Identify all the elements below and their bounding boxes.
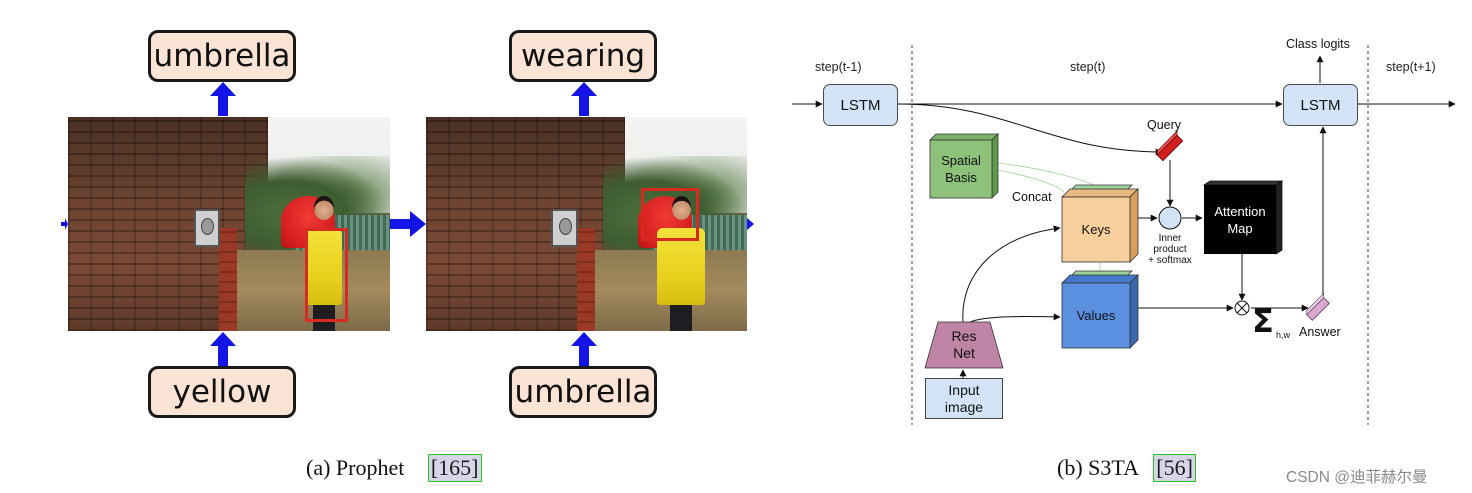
right-arrow-icon xyxy=(390,211,426,237)
inner-product-node xyxy=(1158,206,1182,230)
attention-map-line: Attention xyxy=(1214,203,1266,219)
resnet-block xyxy=(924,321,1004,369)
photo-person-legs xyxy=(669,305,693,331)
resnet-line: Net xyxy=(953,345,975,361)
resnet-label: Res Net xyxy=(925,322,1003,368)
attention-map-line: Map xyxy=(1227,220,1253,236)
input-image-line: image xyxy=(944,398,984,415)
photo-right xyxy=(426,117,747,331)
watermark: CSDN @迪菲赫尔曼 xyxy=(1286,469,1428,486)
values-label: Values xyxy=(1076,308,1116,323)
keys-block xyxy=(1061,184,1139,263)
lstm-current: LSTM xyxy=(1283,84,1358,126)
detection-box xyxy=(641,187,699,242)
query-vector xyxy=(1156,130,1184,162)
photo-meter xyxy=(551,209,578,248)
photo-left xyxy=(68,117,390,331)
answer-vector xyxy=(1306,292,1330,321)
photo-pillar xyxy=(219,228,238,331)
up-arrow-icon xyxy=(571,82,597,116)
inner-product-label: Inner product + softmax xyxy=(1140,233,1200,266)
word-box-right-top: wearing xyxy=(509,30,657,82)
spatial-basis-block xyxy=(929,133,999,199)
citation-link[interactable]: [56] xyxy=(1153,454,1196,482)
up-arrow-icon xyxy=(210,332,236,366)
step-prev-label: step(t-1) xyxy=(815,60,862,74)
spatial-basis-line: Basis xyxy=(945,170,977,185)
query-label: Query xyxy=(1147,118,1182,132)
concat-label: Concat xyxy=(1012,190,1052,204)
inner-product-line: Inner xyxy=(1158,233,1182,244)
lstm-prev: LSTM xyxy=(823,84,898,126)
photo-person-legs xyxy=(312,305,336,331)
class-logits-label: Class logits xyxy=(1286,37,1350,51)
caption-a: (a) Prophet [165] xyxy=(306,454,482,482)
word-box-left-bottom: yellow xyxy=(148,366,296,418)
answer-label: Answer xyxy=(1299,325,1341,339)
attention-map-block xyxy=(1202,180,1284,255)
inner-product-line: + softmax xyxy=(1148,255,1192,266)
input-image-line: Input xyxy=(948,381,980,398)
citation-link[interactable]: [165] xyxy=(427,454,482,482)
spatial-basis-label: Spatial Basis xyxy=(930,140,992,198)
up-arrow-icon xyxy=(210,82,236,116)
attention-map-label: Attention Map xyxy=(1204,185,1276,254)
photo-person-head xyxy=(671,196,691,220)
word-box-right-bottom: umbrella xyxy=(509,366,657,418)
sum-symbol: Σ xyxy=(1252,302,1274,340)
sum-subscript: h,w xyxy=(1276,330,1291,340)
caption-b: (b) S3TA [56] xyxy=(1057,454,1196,482)
detection-box xyxy=(304,228,349,323)
resnet-line: Res xyxy=(951,328,977,344)
photo-pillar xyxy=(576,228,595,331)
right-arrow-icon xyxy=(61,218,68,230)
photo-meter xyxy=(193,209,221,248)
photo-person-body xyxy=(306,228,342,306)
up-arrow-icon xyxy=(571,332,597,366)
keys-label: Keys xyxy=(1081,222,1111,237)
spatial-basis-line: Spatial xyxy=(941,153,981,168)
input-image-box: Input image xyxy=(925,378,1003,419)
step-next-label: step(t+1) xyxy=(1386,60,1436,74)
values-block xyxy=(1061,270,1139,349)
caption-b-label: (b) S3TA xyxy=(1057,455,1138,480)
right-arrow-icon xyxy=(747,218,754,230)
caption-a-label: (a) Prophet xyxy=(306,455,405,480)
step-current-label: step(t) xyxy=(1070,60,1106,74)
photo-person-head xyxy=(314,196,334,220)
inner-product-line: product xyxy=(1153,244,1187,255)
word-box-left-top: umbrella xyxy=(148,30,296,82)
